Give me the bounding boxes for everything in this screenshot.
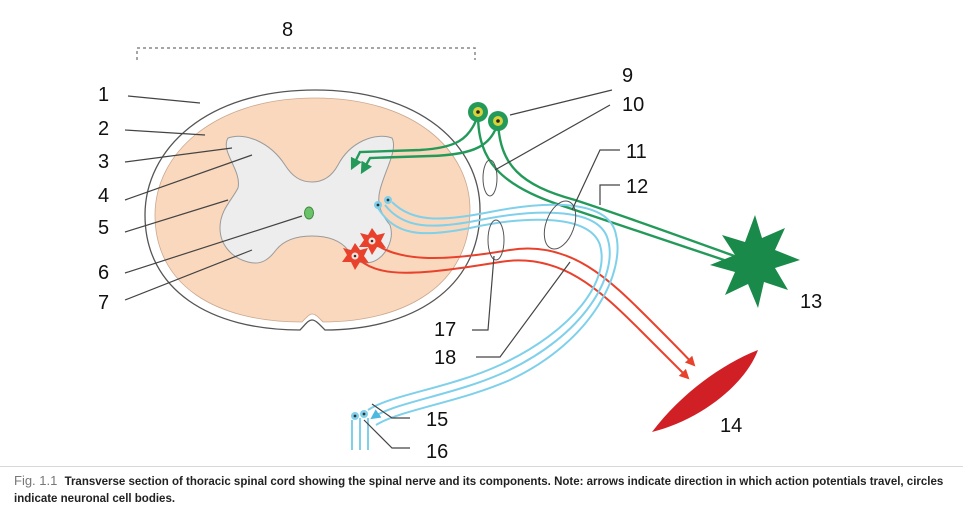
caption-text: Transverse section of thoracic spinal co… — [14, 476, 944, 505]
label-9: 9 — [622, 65, 633, 87]
label-14: 14 — [720, 415, 742, 437]
motor-neurons — [342, 228, 386, 270]
label-4: 4 — [98, 185, 109, 207]
muscle-effector — [652, 350, 758, 432]
label-11: 11 — [626, 141, 647, 163]
central-canal — [304, 206, 314, 220]
sensory-cells — [351, 196, 392, 420]
label-7: 7 — [98, 292, 109, 314]
grey-matter — [219, 135, 394, 264]
label-10: 10 — [622, 94, 644, 116]
root-ellipses — [482, 159, 577, 261]
label-15: 15 — [426, 409, 448, 431]
figure-caption: Fig. 1.1 Transverse section of thoracic … — [14, 472, 954, 508]
motor-fibres — [354, 239, 696, 380]
label-8: 8 — [282, 19, 293, 41]
label-18: 18 — [434, 347, 456, 369]
leader-lines — [124, 89, 620, 449]
spinal-cord-diagram: 1 2 3 4 5 6 7 8 9 10 11 12 13 14 15 16 1… — [98, 19, 822, 463]
label-13: 13 — [800, 291, 822, 313]
ganglion-cells-green — [468, 102, 508, 131]
figure-number: Fig. 1.1 — [14, 473, 58, 488]
label-16: 16 — [426, 441, 448, 463]
caption-divider — [0, 466, 963, 467]
label-5: 5 — [98, 217, 109, 239]
label-17: 17 — [434, 319, 456, 341]
label-3: 3 — [98, 151, 109, 173]
visceral-organ-star — [710, 215, 800, 308]
bracket-8 — [136, 47, 476, 60]
label-1: 1 — [98, 84, 109, 106]
label-6: 6 — [98, 262, 109, 284]
label-12: 12 — [626, 176, 648, 198]
label-2: 2 — [98, 118, 109, 140]
